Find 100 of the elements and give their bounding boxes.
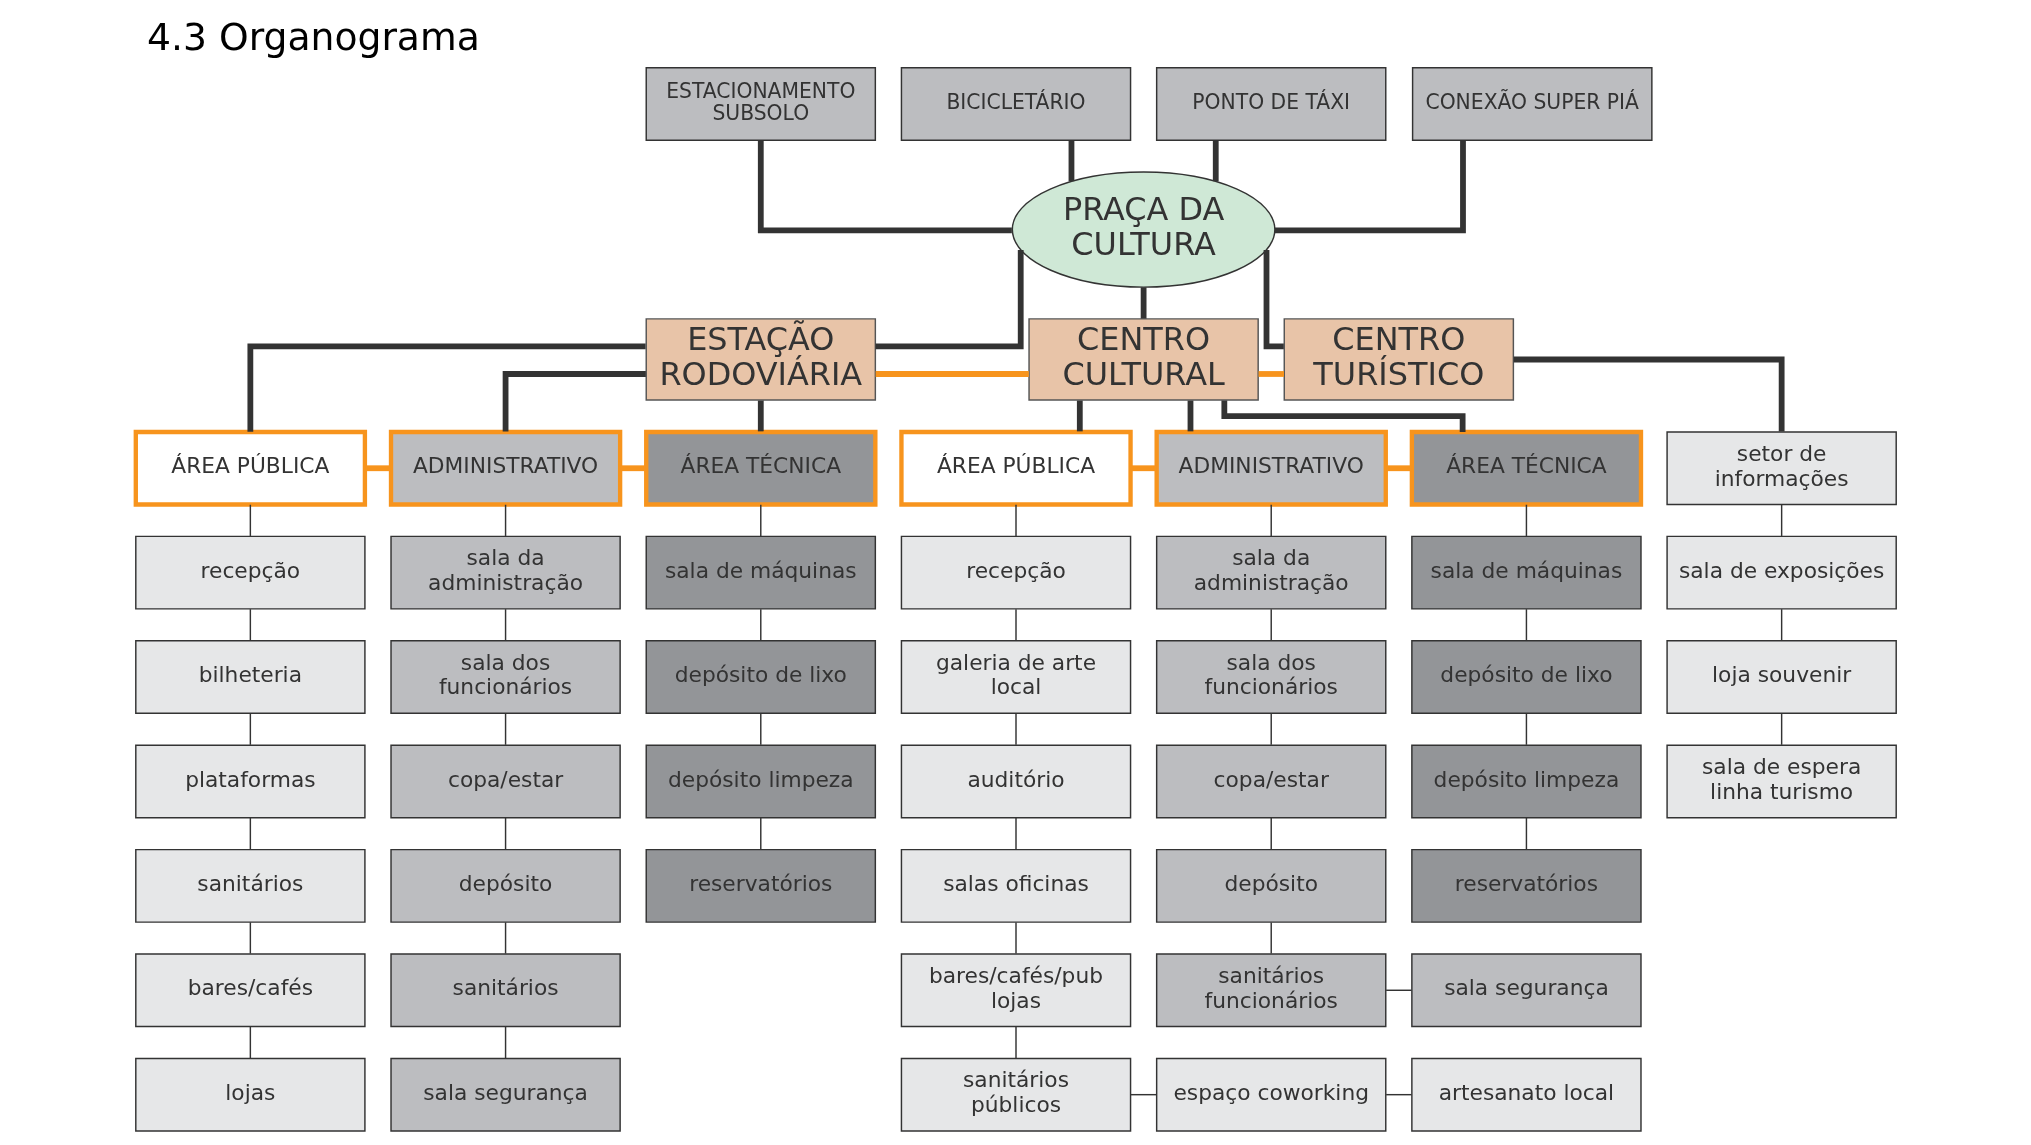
connector xyxy=(504,712,506,746)
connector xyxy=(504,608,506,642)
node-box: sanitários xyxy=(134,848,366,923)
connector xyxy=(1076,400,1083,432)
connector xyxy=(757,400,764,432)
node-box: ÁREA TÉCNICA xyxy=(1409,429,1643,507)
connector xyxy=(504,817,506,850)
connector xyxy=(1780,504,1782,537)
connector xyxy=(504,921,506,955)
node-box: sala dos funcionários xyxy=(1155,640,1386,715)
connector xyxy=(1385,465,1412,472)
connector xyxy=(249,921,251,955)
connector xyxy=(1014,608,1017,642)
connector xyxy=(875,371,1029,377)
node-box: sala segurança xyxy=(389,1057,621,1132)
node-box: sala da administração xyxy=(1155,535,1386,610)
connector xyxy=(1140,287,1146,319)
connector xyxy=(757,140,1012,234)
connector xyxy=(249,504,251,537)
connector xyxy=(1129,1093,1157,1096)
node-box: sala de espera linha turismo xyxy=(1665,744,1897,819)
connector xyxy=(504,1026,506,1059)
connector xyxy=(1270,921,1272,955)
connector xyxy=(875,249,1024,350)
connector xyxy=(620,465,646,472)
connector xyxy=(1220,400,1466,432)
node-box: recepção xyxy=(900,535,1131,610)
node-box: reservatórios xyxy=(1410,848,1642,923)
connector xyxy=(249,1026,251,1059)
node-box: depósito limpeza xyxy=(1410,744,1642,819)
connector xyxy=(1212,140,1219,182)
node-box: loja souvenir xyxy=(1665,640,1897,715)
connector xyxy=(249,712,251,746)
connector xyxy=(1270,608,1272,642)
node-box: CENTRO TURÍSTICO xyxy=(1283,318,1514,401)
node-box: depósito xyxy=(389,848,621,923)
connector xyxy=(1270,504,1272,537)
node-box: depósito limpeza xyxy=(645,744,876,819)
node-box: galeria de arte local xyxy=(900,640,1131,715)
node-box: auditório xyxy=(900,744,1131,819)
connector xyxy=(502,371,646,432)
node-box: ÁREA PÚBLICA xyxy=(133,429,367,507)
connector xyxy=(759,608,761,642)
connector xyxy=(246,343,646,432)
connector xyxy=(1384,1093,1412,1096)
node-ellipse: PRAÇA DA CULTURA xyxy=(1011,171,1276,288)
connector xyxy=(1014,504,1017,537)
node-box: ÁREA PÚBLICA xyxy=(898,429,1133,507)
connector xyxy=(1780,608,1782,642)
node-box: copa/estar xyxy=(1155,744,1386,819)
node-box: PONTO DE TÁXI xyxy=(1155,67,1386,141)
connector xyxy=(1068,140,1074,182)
node-box: ÁREA TÉCNICA xyxy=(643,429,877,507)
connector xyxy=(1258,371,1284,377)
node-box: plataformas xyxy=(134,744,366,819)
connector xyxy=(1274,140,1466,234)
connector xyxy=(1525,712,1527,746)
node-box: depósito xyxy=(1155,848,1386,923)
connector xyxy=(1270,817,1272,850)
node-box: copa/estar xyxy=(389,744,621,819)
node-box: ADMINISTRATIVO xyxy=(1154,429,1388,507)
connector xyxy=(1263,249,1284,350)
connector xyxy=(1780,712,1782,746)
node-box: lojas xyxy=(134,1057,366,1132)
connector xyxy=(759,712,761,746)
node-box: sanitários funcionários xyxy=(1155,953,1386,1028)
node-box: sala dos funcionários xyxy=(389,640,621,715)
node-box: sala segurança xyxy=(1410,953,1642,1028)
node-box: ESTACIONAMENTO SUBSOLO xyxy=(645,67,876,141)
connector xyxy=(1130,465,1156,472)
connector xyxy=(249,817,251,850)
node-box: espaço coworking xyxy=(1155,1057,1386,1132)
diagram-title: 4.3 Organograma xyxy=(146,15,480,60)
connector xyxy=(364,465,391,472)
node-box: salas oficinas xyxy=(900,848,1131,923)
node-box: sanitários públicos xyxy=(900,1057,1131,1132)
node-box: ESTAÇÃO RODOVIÁRIA xyxy=(645,318,876,401)
node-box: CENTRO CULTURAL xyxy=(1027,318,1259,401)
node-box: depósito de lixo xyxy=(1410,640,1642,715)
connector xyxy=(249,608,251,642)
node-box: sanitários xyxy=(389,953,621,1028)
node-box: CONEXÃO SUPER PIÁ xyxy=(1411,67,1653,141)
node-box: recepção xyxy=(134,535,366,610)
connector xyxy=(1525,504,1527,537)
connector xyxy=(1014,921,1017,955)
connector xyxy=(504,504,506,537)
connector xyxy=(1525,817,1527,850)
node-box: setor de informações xyxy=(1665,431,1897,506)
node-box: sala de exposições xyxy=(1665,535,1897,610)
connector xyxy=(1525,608,1527,642)
connector xyxy=(1014,817,1017,850)
connector xyxy=(1187,400,1193,432)
node-box: bilheteria xyxy=(134,640,366,715)
node-box: depósito de lixo xyxy=(645,640,876,715)
node-box: reservatórios xyxy=(645,848,876,923)
node-box: ADMINISTRATIVO xyxy=(388,429,622,507)
node-box: artesanato local xyxy=(1410,1057,1642,1132)
connector xyxy=(1014,712,1017,746)
node-box: sala de máquinas xyxy=(1410,535,1642,610)
connector xyxy=(1384,989,1412,991)
